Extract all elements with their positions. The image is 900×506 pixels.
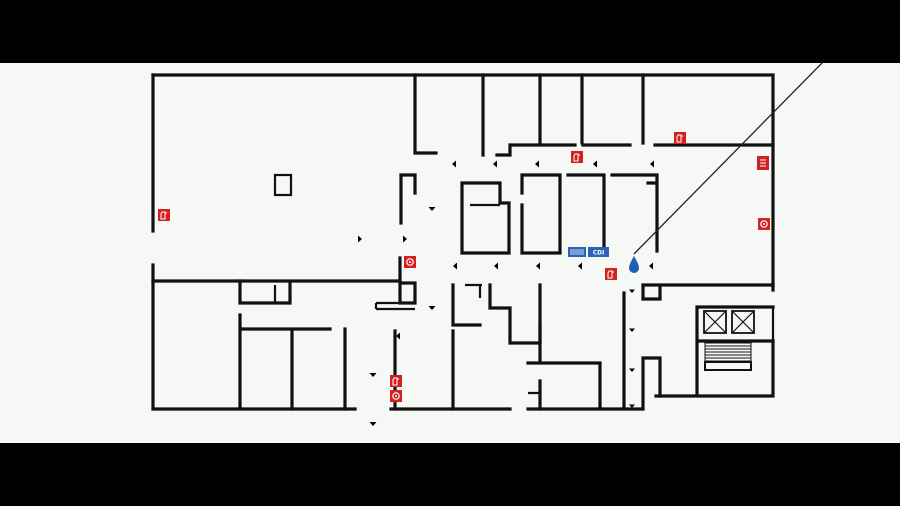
exit-arrow-icon (369, 413, 377, 426)
pointer-line (633, 63, 823, 255)
staircase-icon (704, 341, 752, 371)
wall-layout (151, 73, 775, 411)
fire-cabinet-label-box (588, 247, 609, 257)
exit-arrow-icon (535, 160, 548, 168)
fire-extinguishers (157, 131, 687, 388)
fire-alarm-icon (389, 389, 403, 403)
exit-arrow-icon (453, 262, 466, 270)
fire-extinguisher-icon (157, 208, 171, 222)
exit-arrow-icon (428, 198, 436, 211)
fire-extinguisher-icon (389, 374, 403, 388)
fire-alarm-panel-icon (757, 156, 769, 170)
floor-plan: CDI (151, 63, 823, 426)
exit-arrow-icon (650, 160, 663, 168)
exit-arrow-icon (629, 319, 635, 332)
fire-alarm-icon (757, 217, 771, 231)
exit-arrow-icon (394, 235, 407, 243)
exit-arrow-icon (494, 262, 507, 270)
fire-extinguisher-icon (570, 150, 584, 164)
letterbox-bottom (0, 443, 900, 506)
exit-arrow-icon (629, 395, 635, 408)
elevator-icon (703, 310, 755, 334)
fire-extinguisher-icon (673, 131, 687, 145)
fire-cabinet-label: CDI (593, 250, 605, 257)
water-drop-icon (629, 256, 639, 273)
exit-arrow-icon (396, 332, 409, 340)
exit-arrow-icon (349, 235, 362, 243)
exit-arrow-icon (593, 160, 606, 168)
exit-arrow-icon (369, 364, 377, 377)
exit-arrow-icon (493, 160, 506, 168)
exit-arrow-icon (536, 262, 549, 270)
exit-arrow-icon (428, 297, 436, 310)
fire-extinguisher-icon (604, 267, 618, 281)
exit-arrow-icon (452, 160, 465, 168)
fire-alarms (389, 217, 771, 403)
exit-arrow-icon (629, 359, 635, 372)
exit-arrow-icon (649, 262, 662, 270)
fire-alarm-icon (403, 255, 417, 269)
fire-hose-cabinet: CDI (568, 247, 609, 257)
exit-arrow-icon (578, 262, 591, 270)
exit-arrow-icon (629, 280, 635, 293)
letterbox-top (0, 0, 900, 63)
floor-plan-area: CDI (0, 63, 900, 443)
